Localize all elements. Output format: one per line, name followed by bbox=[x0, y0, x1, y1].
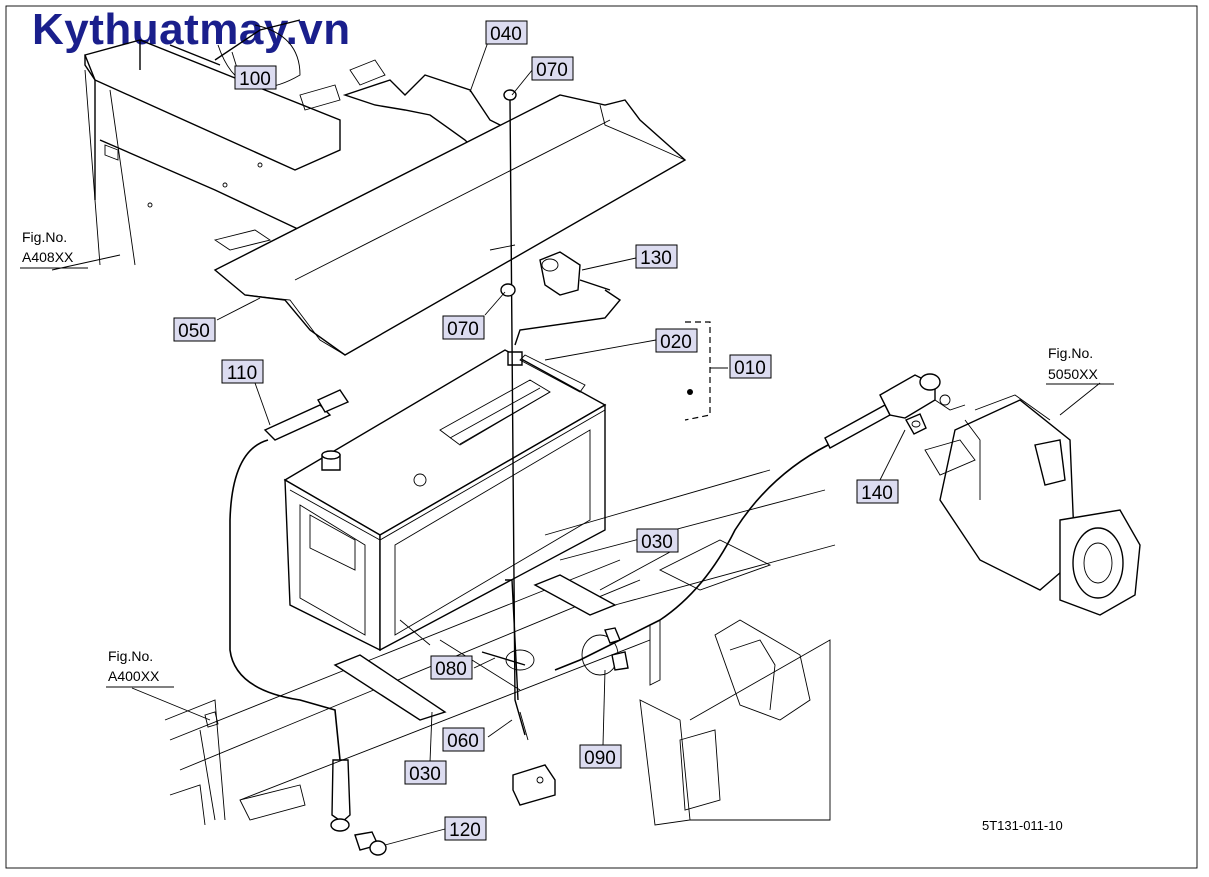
clamp-090 bbox=[581, 627, 629, 676]
svg-text:050: 050 bbox=[178, 321, 210, 342]
callout-090: 090 bbox=[579, 744, 622, 769]
callout-140: 140 bbox=[856, 479, 899, 504]
terminal-130 bbox=[514, 251, 622, 346]
callout-070: 070 bbox=[531, 56, 574, 81]
svg-text:130: 130 bbox=[640, 248, 672, 269]
starter-motor bbox=[924, 394, 1141, 616]
svg-text:030: 030 bbox=[641, 532, 673, 553]
callout-010: 010 bbox=[729, 354, 772, 379]
svg-text:Fig.No.: Fig.No. bbox=[22, 229, 67, 245]
nut-140 bbox=[905, 413, 927, 435]
svg-text:140: 140 bbox=[861, 483, 893, 504]
figure-ref-a408[interactable]: Fig.No. A408XX bbox=[20, 229, 88, 269]
battery-020 bbox=[283, 349, 607, 652]
svg-text:040: 040 bbox=[490, 24, 522, 45]
svg-text:120: 120 bbox=[449, 820, 481, 841]
drawing-number: 5T131-011-10 bbox=[982, 818, 1063, 833]
svg-text:5050XX: 5050XX bbox=[1048, 366, 1098, 382]
hold-down-rod-060 bbox=[489, 89, 526, 736]
svg-text:060: 060 bbox=[447, 731, 479, 752]
pad-030-lower bbox=[333, 654, 447, 721]
svg-text:100: 100 bbox=[239, 69, 271, 90]
callout-120: 120 bbox=[444, 816, 487, 841]
callout-100: 100 bbox=[234, 65, 277, 90]
svg-text:070: 070 bbox=[536, 60, 568, 81]
figure-ref-5050[interactable]: Fig.No. 5050XX bbox=[1046, 345, 1114, 385]
callout-030: 030 bbox=[636, 528, 679, 553]
svg-text:080: 080 bbox=[435, 659, 467, 680]
leader-lines bbox=[51, 41, 1101, 846]
svg-text:020: 020 bbox=[660, 332, 692, 353]
floor-bracket bbox=[512, 711, 556, 806]
callout-110: 110 bbox=[221, 359, 264, 384]
svg-text:110: 110 bbox=[227, 363, 257, 384]
clamp-080 bbox=[481, 649, 535, 671]
callout-130: 130 bbox=[635, 244, 678, 269]
figure-ref-a400[interactable]: Fig.No. A400XX bbox=[106, 648, 174, 688]
svg-text:Fig.No.: Fig.No. bbox=[108, 648, 153, 664]
callout-040: 040 bbox=[485, 20, 528, 45]
callout-020: 020 bbox=[655, 328, 698, 353]
callout-060: 060 bbox=[442, 727, 485, 752]
svg-text:070: 070 bbox=[447, 319, 479, 340]
diagram-frame bbox=[5, 5, 1198, 869]
svg-text:A400XX: A400XX bbox=[108, 668, 160, 684]
kit-010-bracket bbox=[684, 321, 728, 421]
svg-text:Fig.No.: Fig.No. bbox=[1048, 345, 1093, 361]
bolt-120 bbox=[354, 831, 387, 856]
callout-070: 070 bbox=[442, 315, 485, 340]
callout-030: 030 bbox=[404, 760, 447, 785]
svg-text:010: 010 bbox=[734, 358, 766, 379]
negative-cable-110 bbox=[229, 389, 351, 832]
svg-text:030: 030 bbox=[409, 764, 441, 785]
pad-030-upper bbox=[533, 574, 617, 616]
svg-text:090: 090 bbox=[584, 748, 616, 769]
callout-050: 050 bbox=[173, 317, 216, 342]
battery-cover-050 bbox=[213, 94, 687, 356]
positive-cable bbox=[554, 373, 941, 671]
svg-text:A408XX: A408XX bbox=[22, 249, 74, 265]
callout-080: 080 bbox=[430, 655, 473, 680]
watermark-brand: Kythuatmay.vn bbox=[32, 5, 351, 54]
